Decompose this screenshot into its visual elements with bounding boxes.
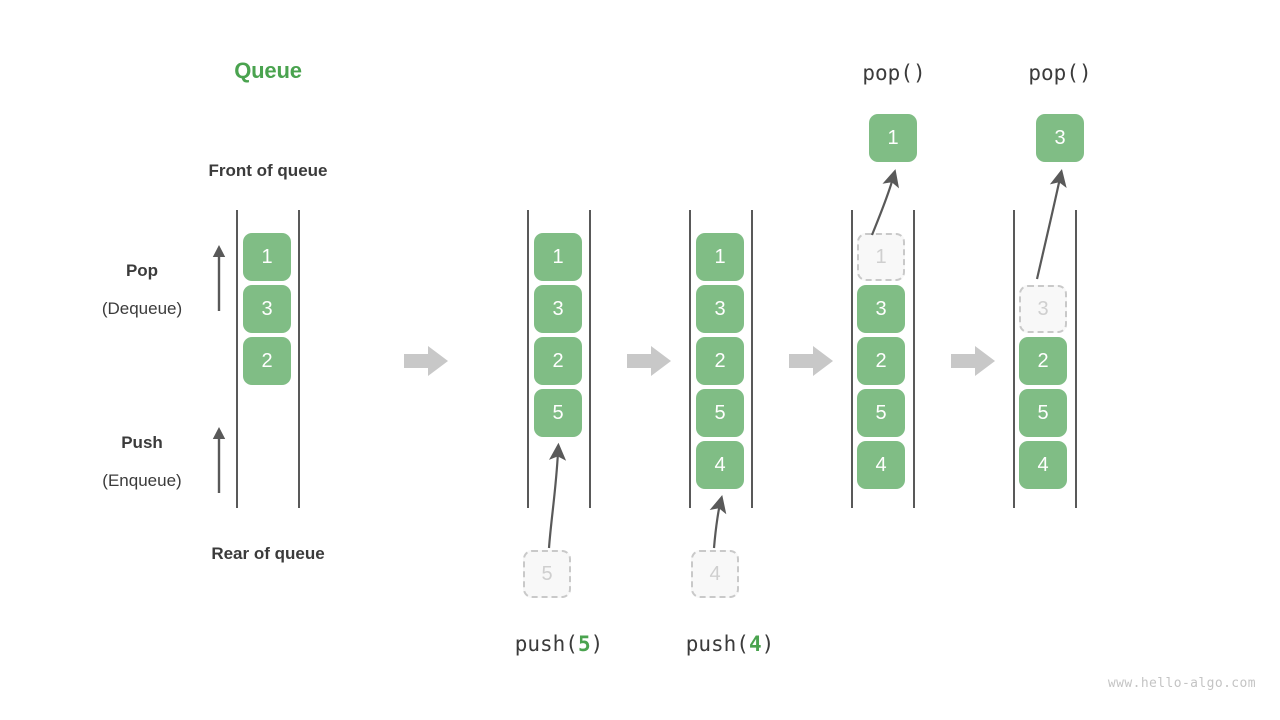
queue-box-ghost: 3 — [1019, 285, 1067, 333]
push-direction-arrow-icon — [212, 427, 226, 493]
queue-box: 3 — [696, 285, 744, 333]
queue-rail-left-stage0 — [236, 210, 238, 508]
op-close: ) — [590, 632, 604, 656]
queue-rail-right-stage1 — [589, 210, 591, 508]
queue-box: 2 — [534, 337, 582, 385]
dequeue-label: (Dequeue) — [101, 299, 183, 318]
queue-box: 5 — [857, 389, 905, 437]
queue-box: 5 — [1019, 389, 1067, 437]
queue-box: 2 — [243, 337, 291, 385]
queue-rail-right-stage2 — [751, 210, 753, 508]
push-label: Push — [121, 433, 163, 452]
queue-box: 2 — [1019, 337, 1067, 385]
front-of-queue-label: Front of queue — [208, 161, 328, 180]
queue-rail-right-stage3 — [913, 210, 915, 508]
flow-arrow-icon — [627, 346, 671, 376]
queue-rail-left-stage4 — [1013, 210, 1015, 508]
queue-box: 1 — [243, 233, 291, 281]
pop-op-label-1: pop() — [862, 61, 926, 85]
queue-box-ghost: 1 — [857, 233, 905, 281]
pop-3-motion-arrow-icon — [1035, 168, 1067, 280]
queue-box: 2 — [857, 337, 905, 385]
rear-of-queue-label: Rear of queue — [211, 544, 325, 563]
op-close: ) — [761, 632, 775, 656]
queue-box: 1 — [534, 233, 582, 281]
queue-box: 3 — [243, 285, 291, 333]
op-name: push( — [514, 632, 578, 656]
incoming-ghost-box: 4 — [691, 550, 739, 598]
queue-rail-right-stage4 — [1075, 210, 1077, 508]
queue-rail-left-stage1 — [527, 210, 529, 508]
pop-1-motion-arrow-icon — [870, 169, 900, 236]
queue-box: 2 — [696, 337, 744, 385]
push-5-motion-arrow-icon — [547, 442, 567, 549]
push-4-motion-arrow-icon — [709, 495, 727, 549]
queue-box: 5 — [534, 389, 582, 437]
op-arg: 4 — [748, 632, 762, 656]
flow-arrow-icon — [951, 346, 995, 376]
popped-box: 3 — [1036, 114, 1084, 162]
enqueue-label: (Enqueue) — [102, 471, 182, 490]
queue-box: 4 — [696, 441, 744, 489]
watermark: www.hello-algo.com — [1107, 676, 1256, 691]
queue-box: 4 — [857, 441, 905, 489]
pop-direction-arrow-icon — [212, 245, 226, 311]
flow-arrow-icon — [404, 346, 448, 376]
incoming-ghost-box: 5 — [523, 550, 571, 598]
page-title: Queue — [234, 58, 302, 83]
popped-box: 1 — [869, 114, 917, 162]
flow-arrow-icon — [789, 346, 833, 376]
queue-rail-left-stage3 — [851, 210, 853, 508]
queue-box: 5 — [696, 389, 744, 437]
queue-rail-right-stage0 — [298, 210, 300, 508]
queue-rail-left-stage2 — [689, 210, 691, 508]
queue-box: 4 — [1019, 441, 1067, 489]
queue-box: 3 — [857, 285, 905, 333]
queue-box: 1 — [696, 233, 744, 281]
pop-label: Pop — [125, 261, 159, 280]
op-name: push( — [685, 632, 749, 656]
op-arg: 5 — [577, 632, 591, 656]
push-4-op-label: push(4) — [630, 632, 830, 656]
push-5-op-label: push(5) — [459, 632, 659, 656]
pop-op-label-2: pop() — [1028, 61, 1092, 85]
queue-box: 3 — [534, 285, 582, 333]
